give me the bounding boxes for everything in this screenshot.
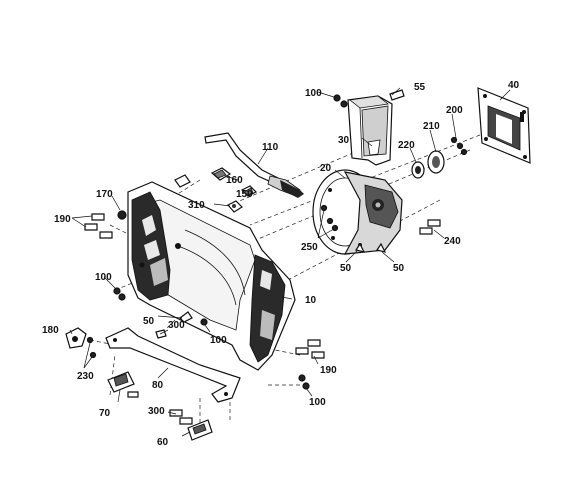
- label-230: 230: [77, 371, 94, 382]
- part-150-clip: [240, 185, 258, 197]
- label-100-center: 100: [210, 335, 227, 346]
- part-220-bearing: [411, 161, 425, 179]
- part-60-bracket: [187, 419, 213, 441]
- leader-lines: [69, 87, 511, 437]
- label-180: 180: [42, 325, 59, 336]
- part-100-bolts-right: [298, 374, 310, 390]
- part-30-chute-bracket: [347, 95, 393, 166]
- part-180-latch: [65, 327, 87, 349]
- part-160-bracket: [210, 167, 232, 181]
- label-150: 150: [236, 189, 253, 200]
- label-100-right: 100: [309, 397, 326, 408]
- label-30: 30: [338, 135, 350, 146]
- label-200: 200: [446, 105, 463, 116]
- label-190-left: 190: [54, 214, 71, 225]
- label-40: 40: [508, 80, 520, 91]
- part-170-nut: [117, 210, 127, 220]
- part-190-bolts-right: [295, 339, 325, 359]
- label-160: 160: [226, 175, 243, 186]
- part-55-screw: [389, 89, 405, 101]
- part-230-screws: [86, 336, 97, 359]
- part-100-bolts-center: [200, 318, 208, 326]
- label-100-top: 100: [305, 88, 322, 99]
- part-250-screws: [320, 204, 339, 232]
- label-300-upper: 300: [168, 320, 185, 331]
- label-250: 250: [301, 242, 318, 253]
- part-240-bolts: [419, 219, 441, 235]
- label-50-right: 50: [393, 263, 405, 274]
- label-220: 220: [398, 140, 415, 151]
- part-20-gear-housing: [312, 169, 403, 255]
- part-10-housing-front: [127, 181, 296, 371]
- part-200-screws: [450, 136, 468, 156]
- part-labels: 10 20 30 40 50 50 50 55 60 70 80 100 100…: [42, 80, 520, 448]
- part-40-mounting-plate: [477, 87, 531, 164]
- label-55: 55: [414, 82, 426, 93]
- label-70: 70: [99, 408, 111, 419]
- label-10: 10: [305, 295, 317, 306]
- part-310-nut: [174, 174, 243, 213]
- part-210-flange: [427, 150, 445, 174]
- label-310: 310: [188, 200, 205, 211]
- label-190-right: 190: [320, 365, 337, 376]
- label-60: 60: [157, 437, 169, 448]
- part-70-bracket: [107, 371, 135, 393]
- label-80: 80: [152, 380, 164, 391]
- part-110-shaft: [204, 132, 304, 198]
- label-100-left: 100: [95, 272, 112, 283]
- label-50-mid: 50: [340, 263, 352, 274]
- label-110: 110: [262, 142, 279, 153]
- label-20: 20: [320, 163, 332, 174]
- part-50-screws: [179, 242, 387, 323]
- label-210: 210: [423, 121, 440, 132]
- part-100-nuts-top: [333, 94, 348, 108]
- part-190-bolts-left: [84, 213, 113, 239]
- label-240: 240: [444, 236, 461, 247]
- label-50-left: 50: [143, 316, 155, 327]
- label-170: 170: [96, 189, 113, 200]
- part-80-support-bar: [105, 327, 241, 403]
- label-300-lower: 300: [148, 406, 165, 417]
- part-100-bolts-left: [113, 287, 126, 301]
